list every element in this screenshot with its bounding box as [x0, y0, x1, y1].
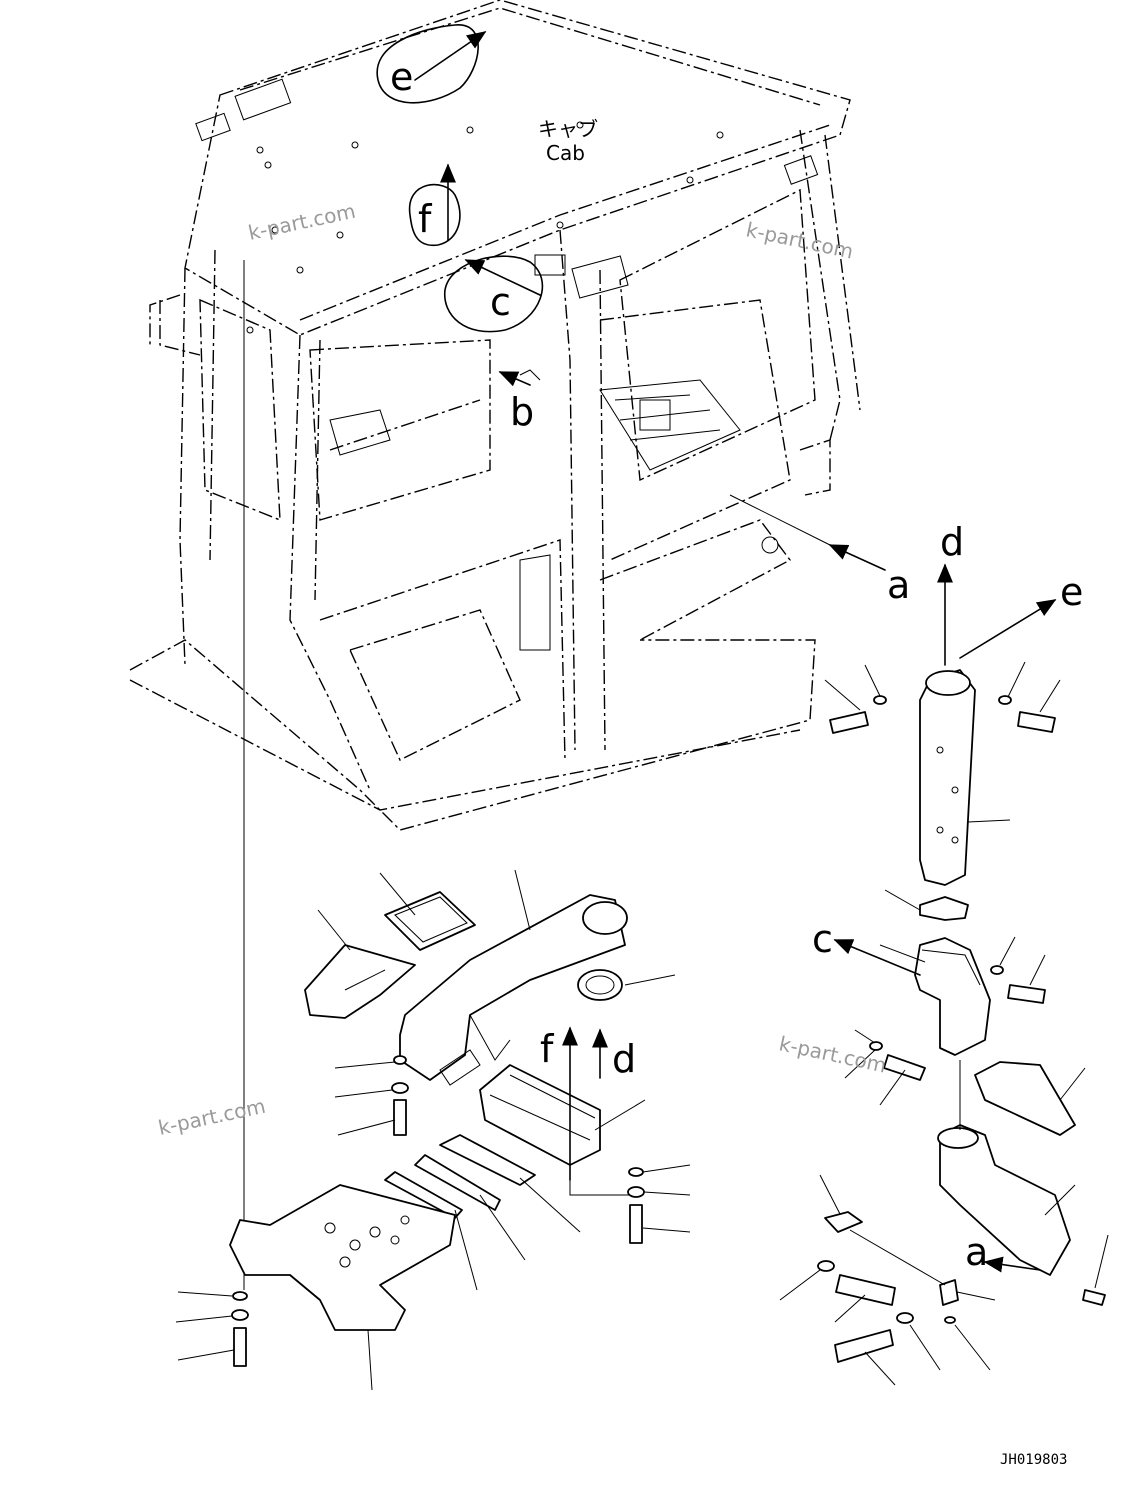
small-bracket [939, 1279, 959, 1306]
ref-b: b [510, 390, 534, 434]
ref-f-lower: f [540, 1027, 555, 1071]
ref-c-top: c [490, 280, 511, 324]
seal-ring [577, 969, 623, 1001]
drawing-code: JH019803 [1000, 1452, 1067, 1468]
duct-assembly-right [817, 669, 1106, 1363]
leader-lines [175, 661, 1109, 1391]
ref-a-cab: a [887, 563, 910, 607]
side-duct [974, 1061, 1076, 1136]
ref-e-top: e [390, 55, 413, 99]
callouts [376, 24, 544, 333]
lower-duct [479, 1064, 601, 1166]
gasket-2 [414, 1154, 501, 1211]
direction-arrows [414, 31, 1057, 1273]
lower-right-duct [939, 1124, 1071, 1276]
vertical-duct [919, 669, 976, 886]
ref-d-right: d [940, 520, 964, 564]
clip [919, 896, 969, 921]
cab-label-en: Cab [546, 141, 585, 165]
main-duct [399, 894, 626, 1081]
ref-f-top: f [418, 197, 433, 241]
watermark-2: k-part.com [744, 217, 856, 263]
roof-holes [246, 121, 724, 334]
elbow-duct [914, 937, 991, 1056]
watermark-4: k-part.com [777, 1031, 889, 1077]
gasket-3 [384, 1171, 463, 1219]
watermark-3: k-part.com [156, 1094, 268, 1140]
ref-e-right: e [1060, 570, 1083, 614]
bracket [824, 1211, 863, 1233]
ref-c-right: c [812, 917, 833, 961]
small-cover [304, 944, 416, 1019]
ref-a-lower: a [965, 1230, 988, 1274]
gasket-1 [439, 1134, 536, 1186]
cab-label-jp: キャブ [538, 117, 598, 141]
ref-d-lower: d [612, 1037, 636, 1081]
cab-interior [329, 369, 779, 651]
duct-assembly-left [229, 891, 645, 1367]
cab-frame [129, 0, 861, 831]
